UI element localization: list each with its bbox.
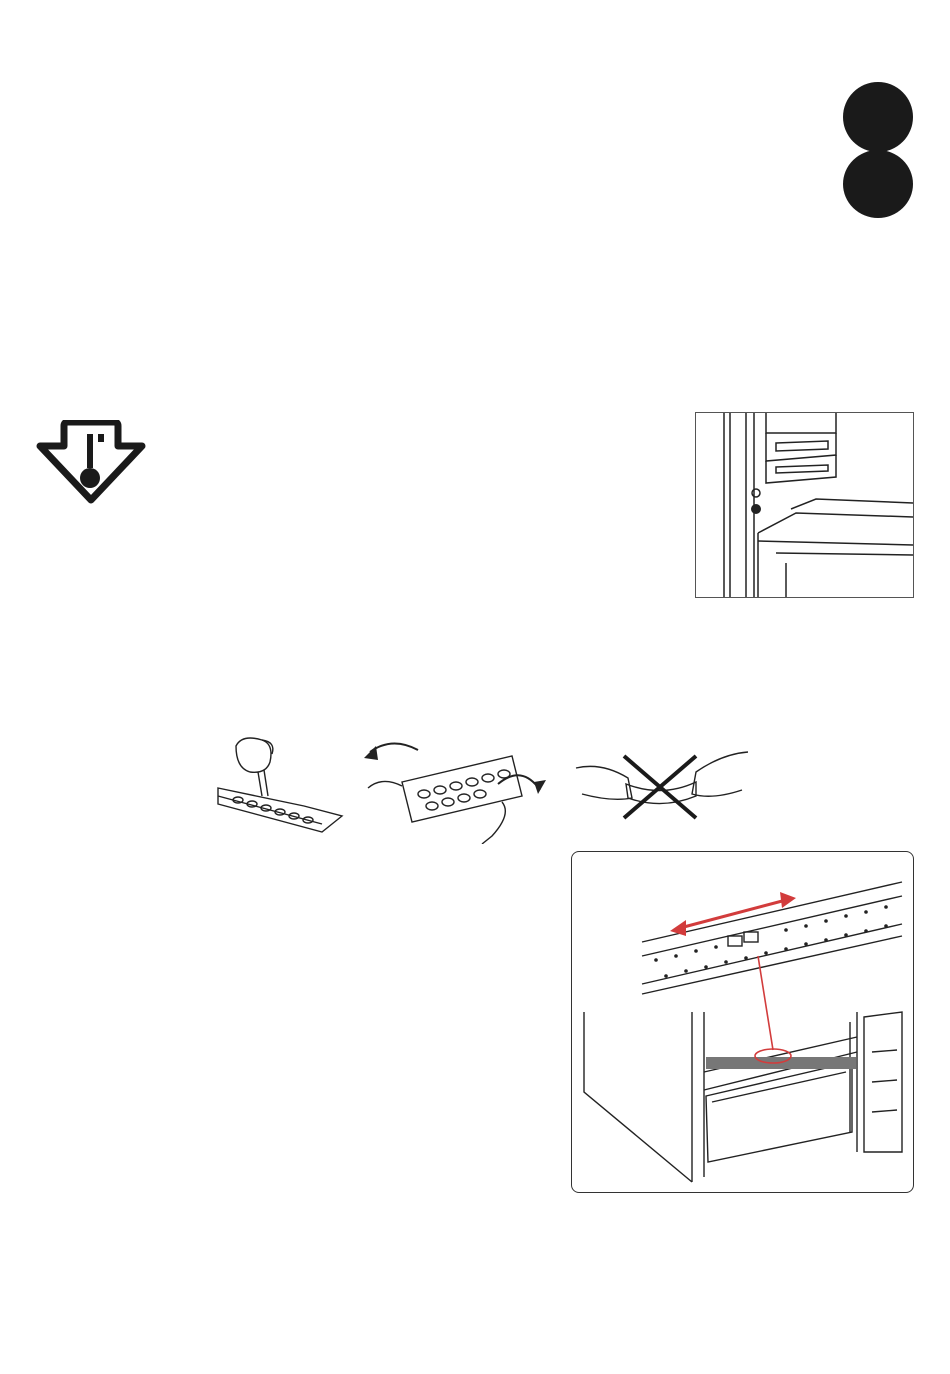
freezer-warning-icon [36, 420, 146, 504]
air-slider-image [571, 851, 914, 1193]
ice-tray-twist-icon [362, 736, 552, 844]
language-dot-icon [843, 150, 913, 218]
ice-tray-fill-icon [214, 734, 344, 834]
ice-tray-do-not-crush-icon [572, 748, 752, 822]
language-dot-icon [843, 82, 913, 152]
freezer-interior-image [695, 412, 914, 598]
